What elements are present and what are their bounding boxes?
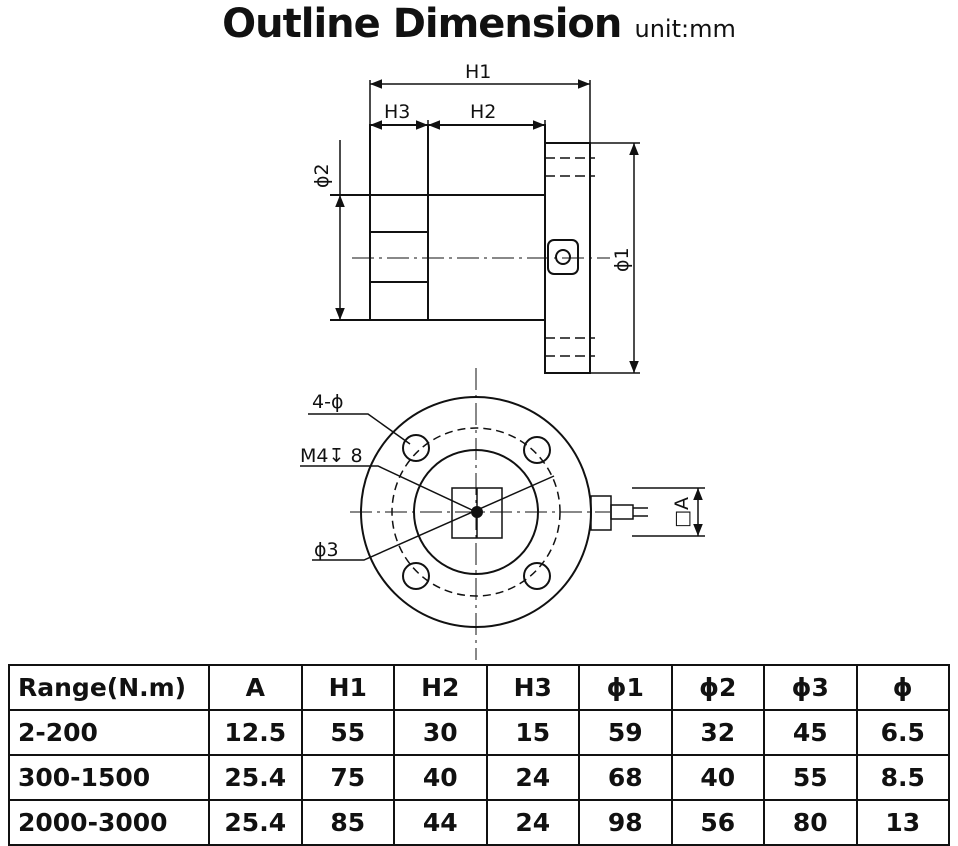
table-cell: 15 xyxy=(485,709,580,756)
table-cell: 24 xyxy=(485,799,580,846)
thread-label: M4↧ 8 xyxy=(300,445,363,467)
side-dimensions xyxy=(335,79,640,374)
table-cell: 59 xyxy=(578,709,673,756)
table-cell: 25.4 xyxy=(208,754,303,801)
a-label: □A xyxy=(671,497,693,528)
front-view xyxy=(350,368,648,660)
bolt-hole-br xyxy=(523,562,551,590)
table-cell: 25.4 xyxy=(208,799,303,846)
page-title: Outline Dimension xyxy=(222,1,622,47)
table-cell: 55 xyxy=(300,709,395,756)
phi1-label: ϕ1 xyxy=(611,247,633,272)
flange-holes-hidden xyxy=(545,157,595,357)
table-cell: 45 xyxy=(763,709,858,756)
h1-label: H1 xyxy=(465,61,491,83)
front-connector-body xyxy=(590,495,612,531)
shaft-block xyxy=(369,231,429,283)
table-cell: 44 xyxy=(393,799,488,846)
front-dimensions xyxy=(300,413,705,561)
table-cell: 68 xyxy=(578,754,673,801)
table-cell: 13 xyxy=(855,799,950,846)
table-header-cell: ϕ2 xyxy=(670,664,765,711)
table-cell: 12.5 xyxy=(208,709,303,756)
connector-nut xyxy=(547,239,579,275)
table-cell: 98 xyxy=(578,799,673,846)
table-cell: 80 xyxy=(763,799,858,846)
body-circle xyxy=(413,449,539,575)
unit-label: unit:mm xyxy=(634,15,736,43)
table-cell: 75 xyxy=(300,754,395,801)
table-header-cell: H1 xyxy=(300,664,395,711)
table-header-cell: H3 xyxy=(485,664,580,711)
table-header-cell: ϕ xyxy=(855,664,950,711)
side-view xyxy=(330,124,610,374)
table-cell: 8.5 xyxy=(855,754,950,801)
table-cell: 300-1500 xyxy=(8,754,210,801)
body-outline xyxy=(369,124,546,321)
table-header-cell: A xyxy=(208,664,303,711)
table-cell: 32 xyxy=(670,709,765,756)
bolt-hole-bl xyxy=(402,562,430,590)
bolt-circle xyxy=(391,427,561,597)
thread-leader xyxy=(300,465,473,511)
front-connector-pin xyxy=(610,504,634,520)
holes-label: 4-ϕ xyxy=(312,391,343,413)
table-cell: 2-200 xyxy=(8,709,210,756)
title-row: Outline Dimension unit:mm xyxy=(0,0,958,52)
phi2-label: ϕ2 xyxy=(311,163,333,188)
connector-pin xyxy=(555,249,571,265)
phi3-label: ϕ3 xyxy=(314,539,339,561)
h2-label: H2 xyxy=(470,101,496,123)
table-header-cell: ϕ3 xyxy=(763,664,858,711)
table-cell: 85 xyxy=(300,799,395,846)
bolt-hole-tl xyxy=(402,434,430,462)
outline-drawing: H1 H3 H2 ϕ2 ϕ1 4-ϕ M4↧ xyxy=(300,61,705,660)
table-header-cell: Range(N.m) xyxy=(8,664,210,711)
h3-label: H3 xyxy=(384,101,410,123)
phi3-leader xyxy=(312,475,555,561)
table-cell: 40 xyxy=(670,754,765,801)
holes-leader xyxy=(308,413,411,445)
table-header-cell: ϕ1 xyxy=(578,664,673,711)
table-cell: 56 xyxy=(670,799,765,846)
table-cell: 24 xyxy=(485,754,580,801)
table-cell: 55 xyxy=(763,754,858,801)
table-header-cell: H2 xyxy=(393,664,488,711)
table-cell: 30 xyxy=(393,709,488,756)
table-cell: 2000-3000 xyxy=(8,799,210,846)
table-cell: 6.5 xyxy=(855,709,950,756)
table-cell: 40 xyxy=(393,754,488,801)
bolt-hole-tr xyxy=(523,436,551,464)
